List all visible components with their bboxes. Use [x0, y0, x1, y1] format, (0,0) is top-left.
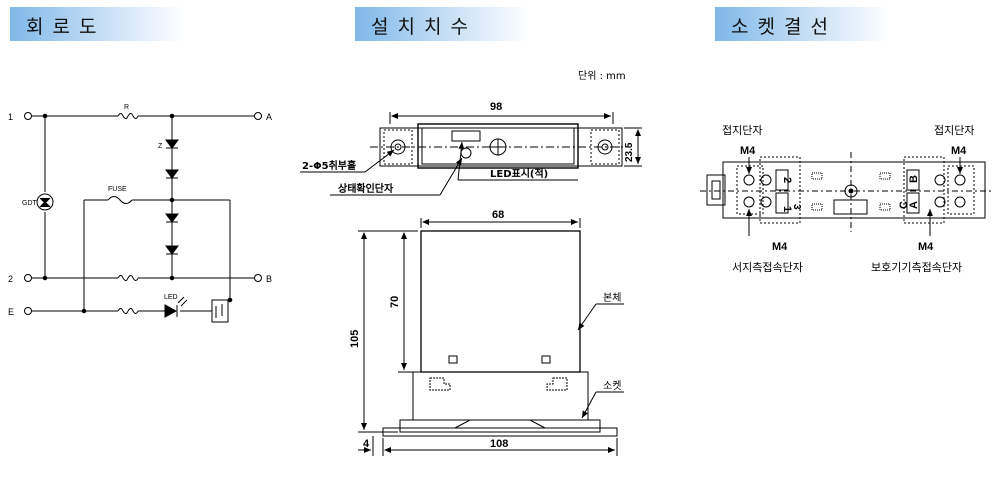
pin-c-label: C	[898, 201, 910, 209]
fuse-symbol	[107, 196, 133, 204]
socket-rect	[412, 371, 589, 421]
terminal-e-label: E	[8, 307, 14, 317]
circuit-diagram	[24, 112, 262, 323]
socket-label: 소켓	[603, 380, 621, 392]
terminal-2-circle	[24, 274, 32, 282]
status-terminal-label: 상태확인단자	[338, 182, 394, 195]
terminal-b-label: B	[266, 274, 272, 284]
terminal-1-label: 1	[8, 112, 13, 122]
dim-body-height: 70	[389, 296, 401, 308]
zener-4	[165, 245, 179, 255]
ground-terminal-left-label: 접지단자	[722, 124, 762, 137]
header-dimensions-label: 설치치수	[371, 16, 477, 38]
gdt-label: GDT	[22, 200, 38, 207]
body-rect	[420, 230, 581, 373]
header-circuit-label: 회로도	[26, 16, 106, 38]
status-check-terminal	[460, 147, 472, 159]
dim-offset: 4	[363, 438, 370, 450]
m4-top-left: M4	[740, 145, 756, 157]
pin-2-label: 2	[781, 177, 793, 183]
body-label: 본체	[603, 292, 621, 304]
side-view	[358, 218, 624, 456]
zener-label: Z	[158, 143, 163, 150]
top-view	[300, 112, 642, 196]
zener-2	[165, 169, 179, 179]
dim-base-width: 108	[490, 438, 508, 450]
terminal-a-circle	[254, 112, 262, 120]
m4-top-right: M4	[951, 145, 967, 157]
resistor-r-label: R	[124, 104, 129, 111]
header-dimensions: 설치치수	[355, 7, 530, 41]
terminal-2-label: 2	[8, 274, 13, 284]
fuse-label: FUSE	[108, 186, 127, 193]
socket-wiring-diagram	[700, 152, 992, 236]
ground-terminal-right-label: 접지단자	[934, 124, 974, 137]
resistor-b	[117, 275, 139, 281]
dim-width-top: 98	[490, 101, 502, 113]
terminal-1-circle	[24, 112, 32, 120]
terminal-b-circle	[254, 274, 262, 282]
resistor-r	[117, 113, 139, 119]
unit-label: 단위 : mm	[578, 69, 626, 82]
led-label: LED	[164, 294, 178, 301]
pin-3-label: 3	[791, 204, 802, 210]
gdt-symbol	[36, 193, 54, 211]
zener-3	[165, 213, 179, 223]
header-socket: 소켓결선	[715, 7, 890, 41]
status-terminal-box	[211, 299, 229, 323]
mount-holes-label: 2-Φ5취부홀	[302, 159, 356, 172]
equipment-side-terminal-label: 보호기기측접속단자	[871, 261, 962, 274]
dim-height-top: 23.5	[624, 142, 635, 162]
line-side-terminal-label: 서지측접속단자	[732, 261, 803, 274]
m4-bottom-left: M4	[772, 241, 788, 253]
terminal-a-label: A	[266, 112, 272, 122]
zener-1	[165, 139, 179, 149]
dim-body-width: 68	[492, 209, 504, 221]
led-display-label: LED표시(적)	[490, 167, 548, 180]
terminal-e-circle	[24, 307, 32, 315]
dim-total-height: 105	[349, 330, 361, 348]
pin-1-label: 1	[781, 206, 793, 212]
led-window	[451, 130, 481, 142]
m4-bottom-right: M4	[918, 241, 934, 253]
pin-a-label: A	[908, 201, 920, 209]
header-socket-label: 소켓결선	[731, 16, 837, 38]
pin-b-label: B	[908, 175, 920, 183]
resistor-e	[117, 308, 139, 314]
header-circuit: 회로도	[10, 7, 185, 41]
led-symbol	[164, 304, 178, 318]
socket-base	[722, 161, 986, 219]
